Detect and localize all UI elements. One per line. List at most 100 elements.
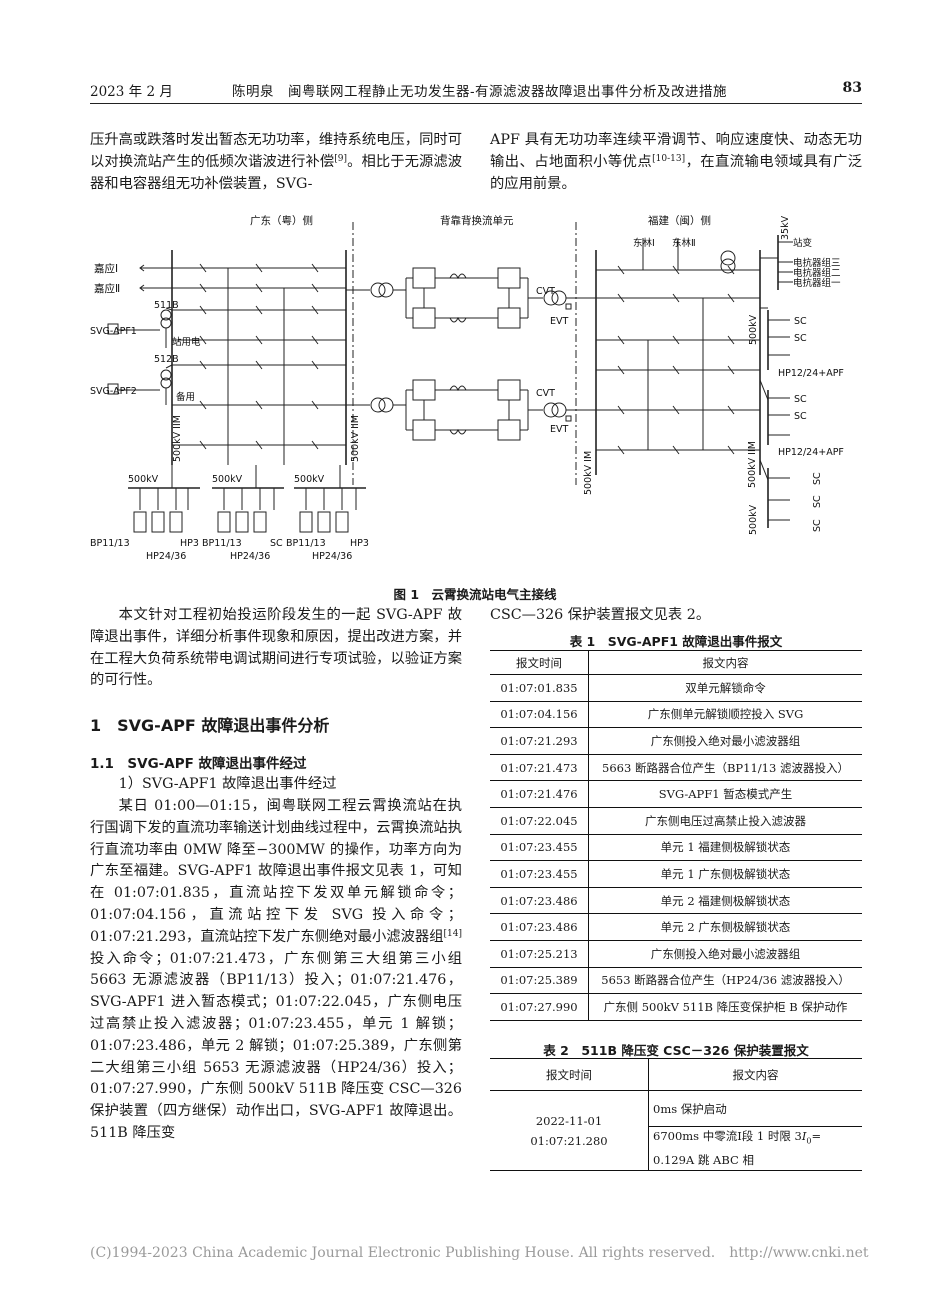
table1-time-cell: 01:07:27.990 xyxy=(490,993,589,1021)
running-header: 2023 年 2 月 陈明泉 闽粤联网工程静止无功发生器-有源滤波器故障退出事件… xyxy=(90,80,862,100)
label-evt-2: EVT xyxy=(550,424,569,435)
table1-content-cell: 广东侧投入绝对最小滤波器组 xyxy=(588,940,862,968)
label-fj-side: 福建（闽）侧 xyxy=(648,214,711,227)
table-2: 报文时间 报文内容 2022-11-01 01:07:21.280 0ms 保护… xyxy=(490,1058,862,1171)
intro-right: APF 具有无功功率连续平滑调节、响应速度快、动态无功输出、占地面积小等优点[1… xyxy=(490,132,863,192)
table1-content-cell: 单元 1 广东侧极解锁状态 xyxy=(588,860,862,888)
label-cvt-2: CVT xyxy=(536,388,555,399)
label-hp2436-2: HP24/36 xyxy=(230,551,270,562)
paragraph-event: 某日 01:00—01:15，闽粤联网工程云霄换流站在执行国调下发的直流功率输送… xyxy=(90,798,462,1141)
label-svg-apf2: SVG-APF2 xyxy=(90,386,137,397)
table1-time-cell: 01:07:25.389 xyxy=(490,967,589,995)
table1-time-cell: 01:07:01.835 xyxy=(490,674,589,702)
label-bus-fj-1: 500kV IM xyxy=(583,451,594,495)
table1-content-cell: 广东侧投入绝对最小滤波器组 xyxy=(588,727,862,755)
table1-content-cell: SVG-APF1 暂态模式产生 xyxy=(588,780,862,808)
table1-time-cell: 01:07:21.293 xyxy=(490,727,589,755)
label-station-power: 站用电 xyxy=(172,336,201,348)
section-heading-1: 1 SVG-APF 故障退出事件分析 xyxy=(90,716,330,735)
main-wiring-diagram: 广东（粤）侧 背靠背换流单元 福建（闽）侧 嘉应Ⅰ 嘉应Ⅱ 511B SVG-A… xyxy=(90,214,844,562)
label-sc-3: SC xyxy=(794,394,807,405)
label-bp-1: BP11/13 xyxy=(90,538,130,549)
label-standby: 备用 xyxy=(176,391,195,403)
table1-time-cell: 01:07:04.156 xyxy=(490,701,589,729)
table1-content-cell: 双单元解锁命令 xyxy=(588,674,862,702)
label-hp3-1: HP3 xyxy=(180,538,199,549)
label-bus-fj-2: 500kV IIM xyxy=(747,441,758,488)
table1-time-cell: 01:07:25.213 xyxy=(490,940,589,968)
label-35kv: 35kV xyxy=(780,215,791,240)
header-date: 2023 年 2 月 xyxy=(90,84,173,100)
label-jiaying2: 嘉应Ⅱ xyxy=(94,282,120,295)
label-converter: 背靠背换流单元 xyxy=(440,214,514,227)
label-hp-apf-2: HP12/24+APF xyxy=(778,447,844,458)
label-donglin1: 东林Ⅰ xyxy=(633,237,655,249)
table1-caption: 表 1 SVG-APF1 故障退出事件报文 xyxy=(569,634,783,649)
label-station-transformer: 站变 xyxy=(793,237,813,249)
page-number: 83 xyxy=(842,80,862,96)
label-jiaying1: 嘉应Ⅰ xyxy=(94,262,118,275)
label-500kv-3: 500kV xyxy=(294,474,325,485)
label-sc-4: SC xyxy=(794,411,807,422)
label-bp-2: BP11/13 xyxy=(202,538,242,549)
table2-header-time: 报文时间 xyxy=(490,1058,649,1091)
label-bus-gd-2: 500kV IIM xyxy=(350,415,361,462)
table2-content-2: 6700ms 中零流Ⅰ段 1 时限 3I0= 0.129A 跳 ABC 相 xyxy=(648,1126,862,1171)
label-sc-5: SC xyxy=(270,538,283,549)
label-bus-gd-1: 500kV IIM xyxy=(172,415,183,462)
label-500kv-2: 500kV xyxy=(212,474,243,485)
table1-time-cell: 01:07:23.486 xyxy=(490,913,589,941)
paragraph-table2-ref: CSC—326 保护装置报文见表 2。 xyxy=(490,607,711,623)
table2-time-cell: 2022-11-01 01:07:21.280 xyxy=(490,1090,649,1171)
label-sc-2: SC xyxy=(794,333,807,344)
table1-header-time: 报文时间 xyxy=(490,650,589,675)
table1-time-cell: 01:07:21.473 xyxy=(490,754,589,782)
table1-time-cell: 01:07:23.455 xyxy=(490,860,589,888)
label-500kv-fj-1: 500kV xyxy=(748,314,759,345)
table1-content-cell: 5663 断路器合位产生（BP11/13 滤波器投入） xyxy=(588,754,862,782)
label-511b: 511B xyxy=(154,300,179,311)
label-sc-1: SC xyxy=(794,316,807,327)
table2-row: 2022-11-01 01:07:21.280 0ms 保护启动 xyxy=(490,1090,862,1171)
table1-content-cell: 广东侧电压过高禁止投入滤波器 xyxy=(588,807,862,835)
label-sc-6: SC xyxy=(812,495,823,508)
table1-header-content: 报文内容 xyxy=(588,650,862,675)
list-item-1: 1）SVG-APF1 故障退出事件经过 xyxy=(118,776,337,792)
label-svg-apf1: SVG-APF1 xyxy=(90,326,137,337)
header-title: 陈明泉 闽粤联网工程静止无功发生器-有源滤波器故障退出事件分析及改进措施 xyxy=(232,84,728,100)
table1-content-cell: 单元 2 广东侧极解锁状态 xyxy=(588,913,862,941)
table2-caption: 表 2 511B 降压变 CSC－326 保护装置报文 xyxy=(543,1043,809,1058)
table1-time-cell: 01:07:23.486 xyxy=(490,887,589,915)
table1-time-cell: 01:07:22.045 xyxy=(490,807,589,835)
table2-row: 6700ms 中零流Ⅰ段 1 时限 3I0= 0.129A 跳 ABC 相 xyxy=(490,1126,862,1171)
label-evt-1: EVT xyxy=(550,316,569,327)
table2-header-content: 报文内容 xyxy=(648,1058,862,1091)
label-reactor3: 电抗器组三 xyxy=(793,257,841,269)
label-reactor1: 电抗器组一 xyxy=(793,277,841,289)
paragraph-scope: 本文针对工程初始投运阶段发生的一起 SVG-APF 故障退出事件，详细分析事件现… xyxy=(90,607,462,689)
table1-time-cell: 01:07:21.476 xyxy=(490,780,589,808)
table1-time-cell: 01:07:23.455 xyxy=(490,834,589,862)
table1-content-cell: 单元 2 福建侧极解锁状态 xyxy=(588,887,862,915)
label-gd-side: 广东（粤）侧 xyxy=(250,214,313,227)
table1-content-cell: 广东侧 500kV 511B 降压变保护柜 B 保护动作 xyxy=(588,993,862,1021)
label-500kv-fj-2: 500kV xyxy=(748,504,759,535)
label-hp2436-1: HP24/36 xyxy=(146,551,186,562)
footer-copyright: (C)1994-2023 China Academic Journal Elec… xyxy=(90,1245,869,1261)
label-hp-apf-1: HP12/24+APF xyxy=(778,368,844,379)
label-sc-8: SC xyxy=(812,519,823,532)
header-rule xyxy=(90,103,862,104)
table2-content-1: 0ms 保护启动 xyxy=(648,1090,862,1127)
